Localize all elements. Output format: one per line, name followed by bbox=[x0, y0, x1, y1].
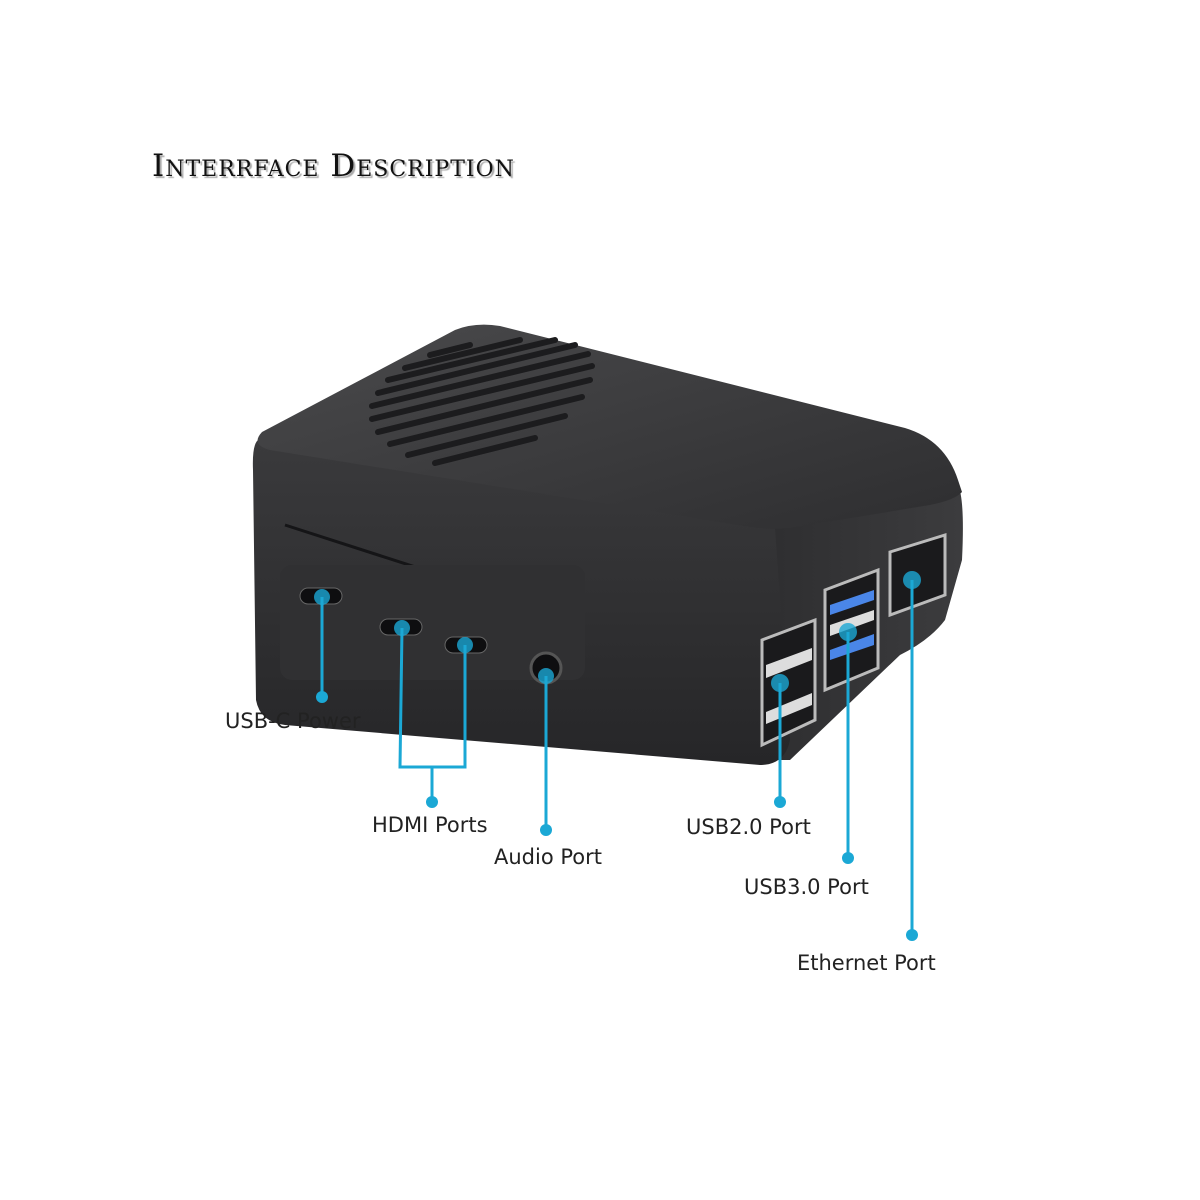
port-panel bbox=[280, 565, 585, 680]
case-top-face bbox=[257, 324, 962, 529]
label-ethernet-port: Ethernet Port bbox=[797, 951, 936, 975]
label-hdmi-ports: HDMI Ports bbox=[372, 813, 488, 837]
diagram-title: Interrface Description bbox=[152, 148, 515, 184]
fan-grille bbox=[369, 337, 595, 466]
label-usb2-port: USB2.0 Port bbox=[686, 815, 811, 839]
label-usb3-port: USB3.0 Port bbox=[744, 875, 869, 899]
callout-dots bbox=[314, 571, 921, 941]
callout-lines bbox=[320, 580, 914, 935]
label-usb-c-power: USB-C Power bbox=[225, 709, 361, 733]
label-audio-port: Audio Port bbox=[494, 845, 602, 869]
